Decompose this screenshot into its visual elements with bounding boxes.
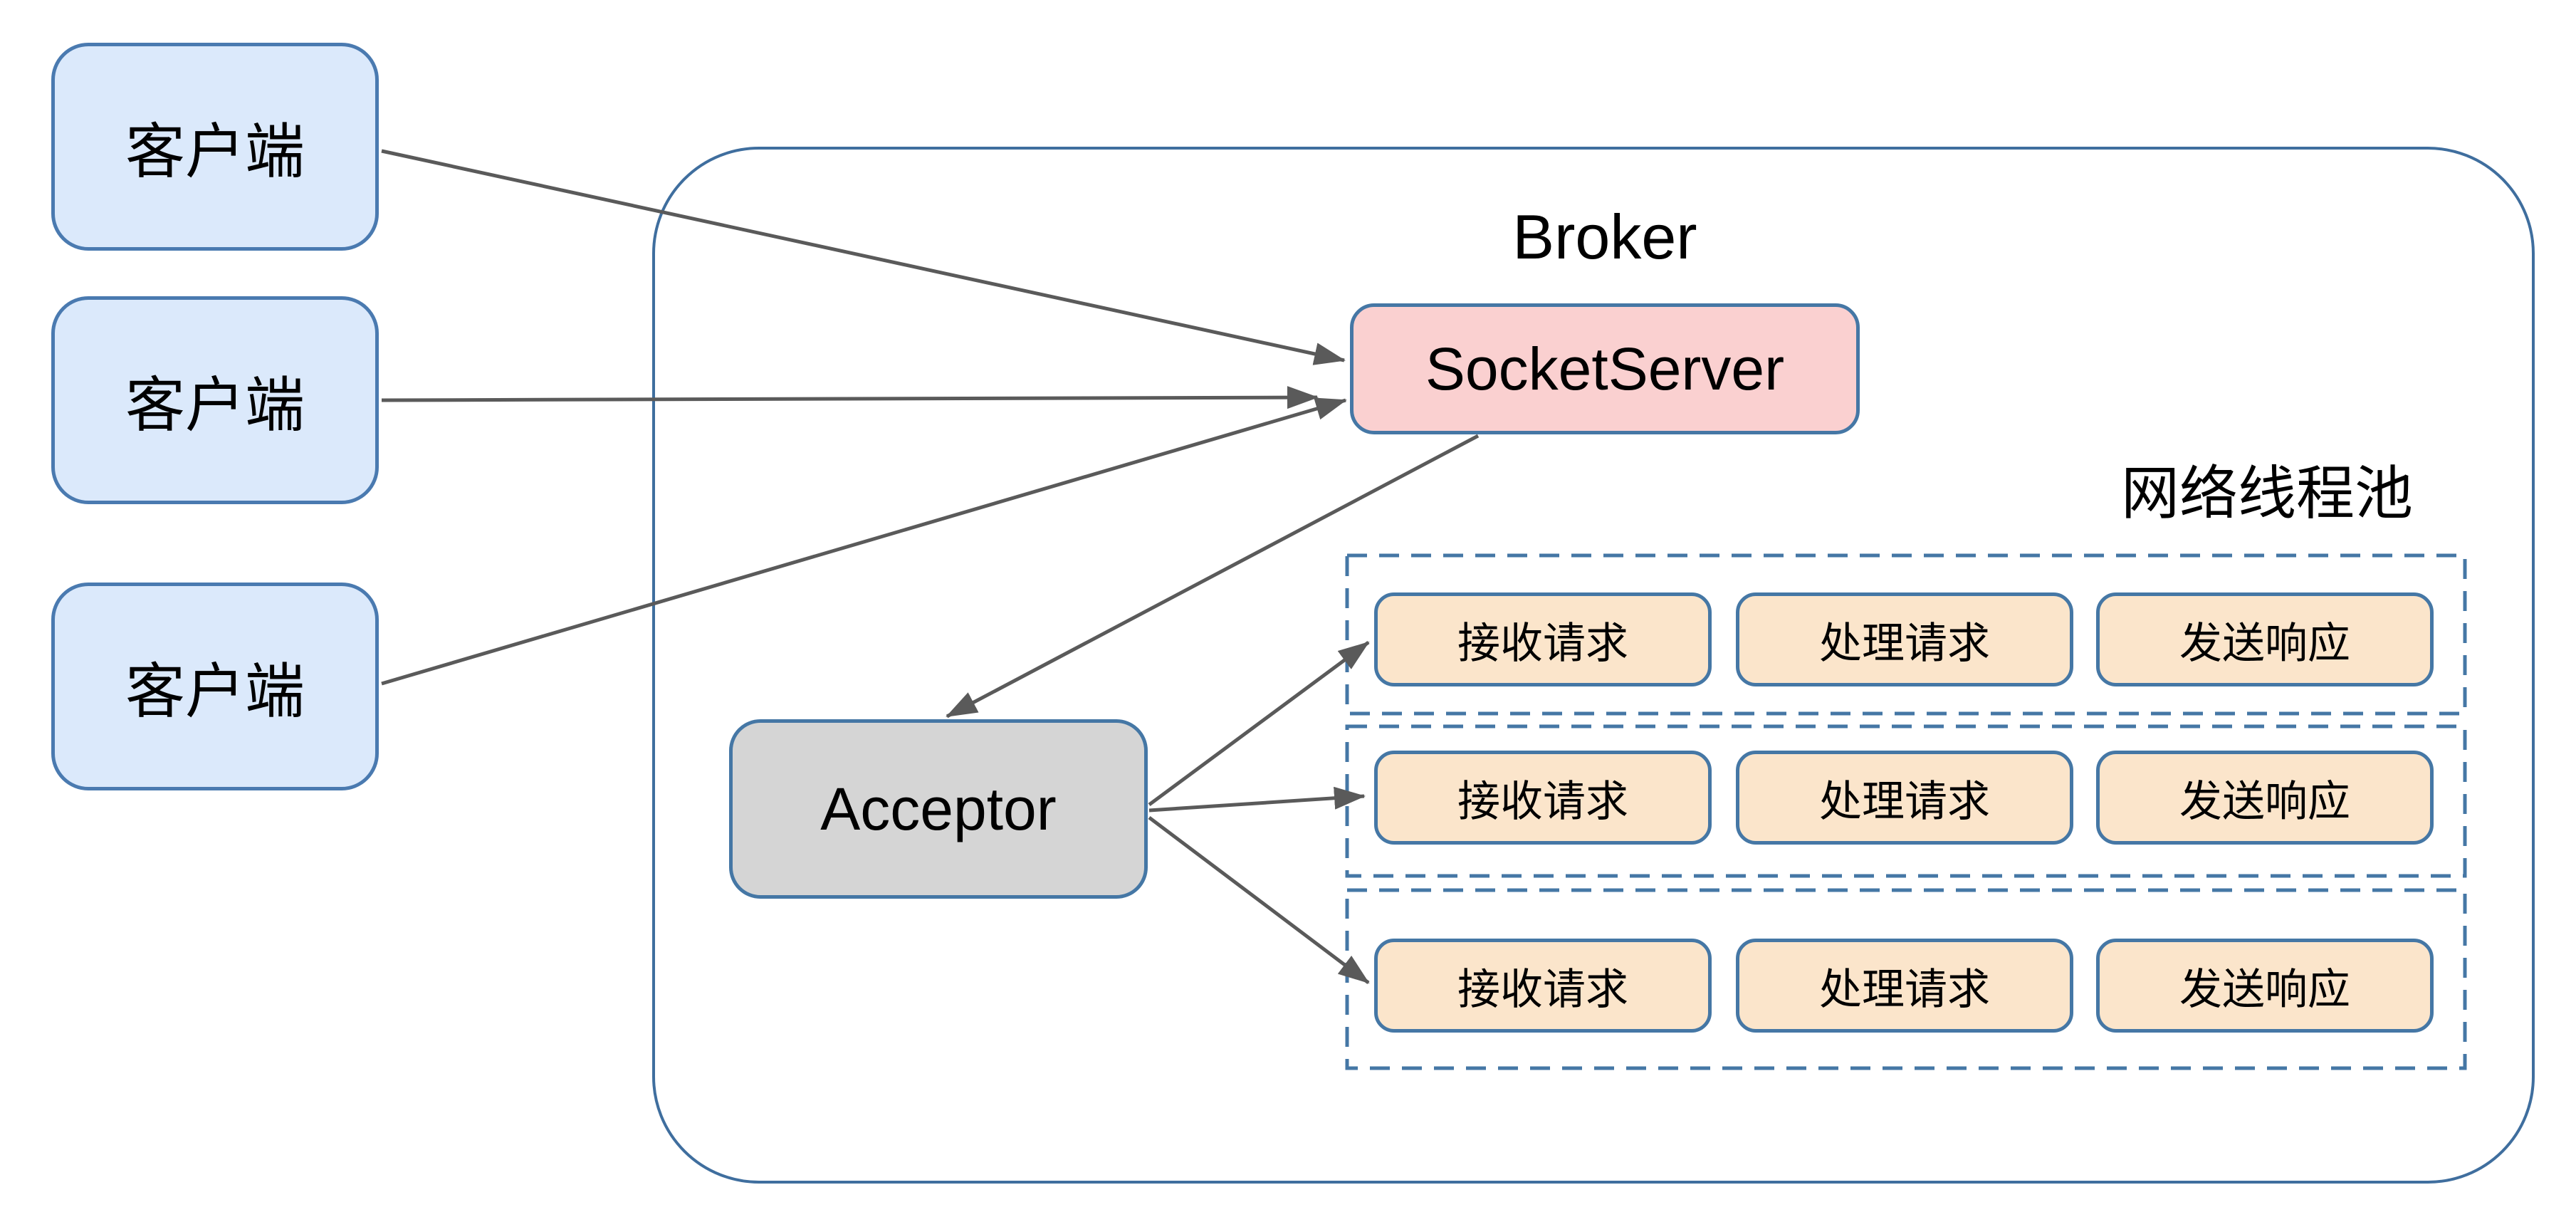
client-box-1-label: 客户端 xyxy=(125,118,305,185)
network-thread-pool-title: 网络线程池 xyxy=(2120,461,2413,526)
client-box-1: 客户端 xyxy=(51,43,379,251)
socket-server-box: SocketServer xyxy=(1350,303,1860,434)
socket-server-label: SocketServer xyxy=(1425,335,1785,402)
thread-pool-row1-step-process: 处理请求 xyxy=(1736,592,2073,686)
thread-pool-row3-step-receive: 接收请求 xyxy=(1374,939,1712,1033)
thread-pool-row2-step-receive: 接收请求 xyxy=(1374,751,1712,845)
broker-title: Broker xyxy=(1512,202,1697,272)
acceptor-label: Acceptor xyxy=(820,775,1057,842)
client-box-2: 客户端 xyxy=(51,296,379,504)
thread-pool-row3-step-process: 处理请求 xyxy=(1736,939,2073,1033)
thread-pool-row3-step-respond: 发送响应 xyxy=(2096,939,2434,1033)
thread-pool-row2-step-process: 处理请求 xyxy=(1736,751,2073,845)
client-box-3-label: 客户端 xyxy=(125,657,305,725)
thread-pool-row1-step-receive: 接收请求 xyxy=(1374,592,1712,686)
client-box-2-label: 客户端 xyxy=(125,371,305,439)
thread-pool-row2-step-respond: 发送响应 xyxy=(2096,751,2434,845)
acceptor-box: Acceptor xyxy=(729,719,1148,899)
thread-pool-row1-step-respond: 发送响应 xyxy=(2096,592,2434,686)
client-box-3: 客户端 xyxy=(51,583,379,790)
